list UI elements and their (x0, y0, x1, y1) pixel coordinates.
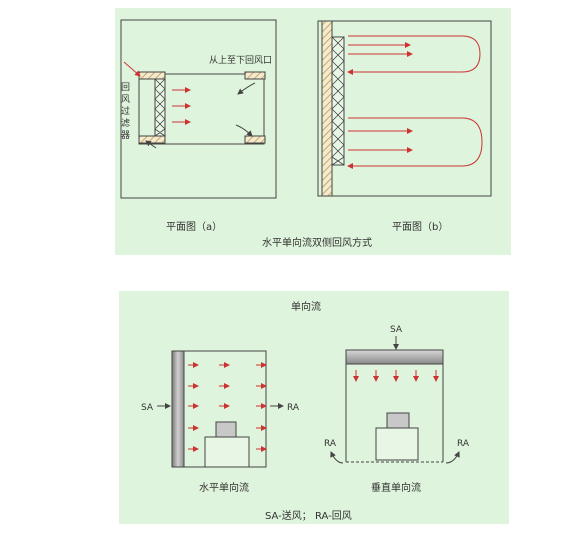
svg-text:过: 过 (121, 105, 130, 117)
equipment-horizontal-base (204, 436, 250, 468)
plan-a: 从上至下回风口 回 风 过 滤 器 (120, 19, 277, 199)
top-title: 水平单向流双侧回风方式 (262, 236, 372, 249)
return-vent-label: 从上至下回风口 (209, 55, 272, 66)
sa-supply-wall (171, 350, 185, 468)
equipment-vertical-base (375, 427, 419, 461)
sa-label-horizontal: SA (141, 403, 154, 413)
plan-a-frame (120, 19, 277, 199)
plan-a-filter (154, 78, 166, 137)
sa-label-vertical: SA (390, 325, 403, 335)
caption-horizontal-flow: 水平单向流 (199, 481, 249, 494)
plan-b-loop-lower (347, 117, 483, 169)
ra-label-vertical-right: RA (457, 439, 470, 449)
svg-text:风: 风 (121, 94, 130, 105)
sa-supply-ceiling (345, 349, 444, 365)
ra-return-arrow-left (330, 451, 344, 464)
ra-label-horizontal: RA (287, 403, 300, 413)
equipment-horizontal-top (215, 421, 237, 438)
plan-a-inflow-arrow (123, 61, 141, 77)
plan-b-loop-upper (347, 35, 481, 75)
filter-label: 回 风 过 滤 器 (121, 82, 130, 141)
ra-label-vertical-left: RA (324, 439, 337, 449)
plan-a-vent-bottom-right (244, 135, 266, 144)
legend-text: SA-送风； RA-回风 (265, 509, 352, 522)
plan-a-vent-bottom-left (138, 135, 166, 144)
svg-text:回: 回 (121, 82, 130, 93)
plan-a-return-arrow (237, 82, 256, 95)
plan-a-vent-top-right (244, 71, 266, 80)
caption-vertical-flow: 垂直单向流 (371, 481, 421, 494)
equipment-vertical-top (386, 412, 410, 429)
plan-a-return-arrow (235, 124, 253, 137)
svg-text:器: 器 (121, 130, 130, 141)
plan-b-frame (317, 20, 492, 197)
plan-b (317, 20, 492, 197)
caption-plan-a: 平面图（a） (166, 221, 222, 233)
bottom-title: 单向流 (291, 300, 321, 313)
vertical-flow-diagram: SA RA RA (324, 325, 470, 464)
ra-return-arrow-right (445, 451, 460, 464)
plan-a-inflow-arrow (145, 140, 157, 149)
plan-a-room (138, 73, 265, 145)
plan-b-filter (331, 36, 345, 166)
svg-text:滤: 滤 (121, 117, 130, 129)
caption-plan-b: 平面图（b） (392, 221, 448, 233)
horizontal-flow-diagram: SA RA (141, 350, 300, 468)
top-diagram-panel (115, 8, 511, 255)
